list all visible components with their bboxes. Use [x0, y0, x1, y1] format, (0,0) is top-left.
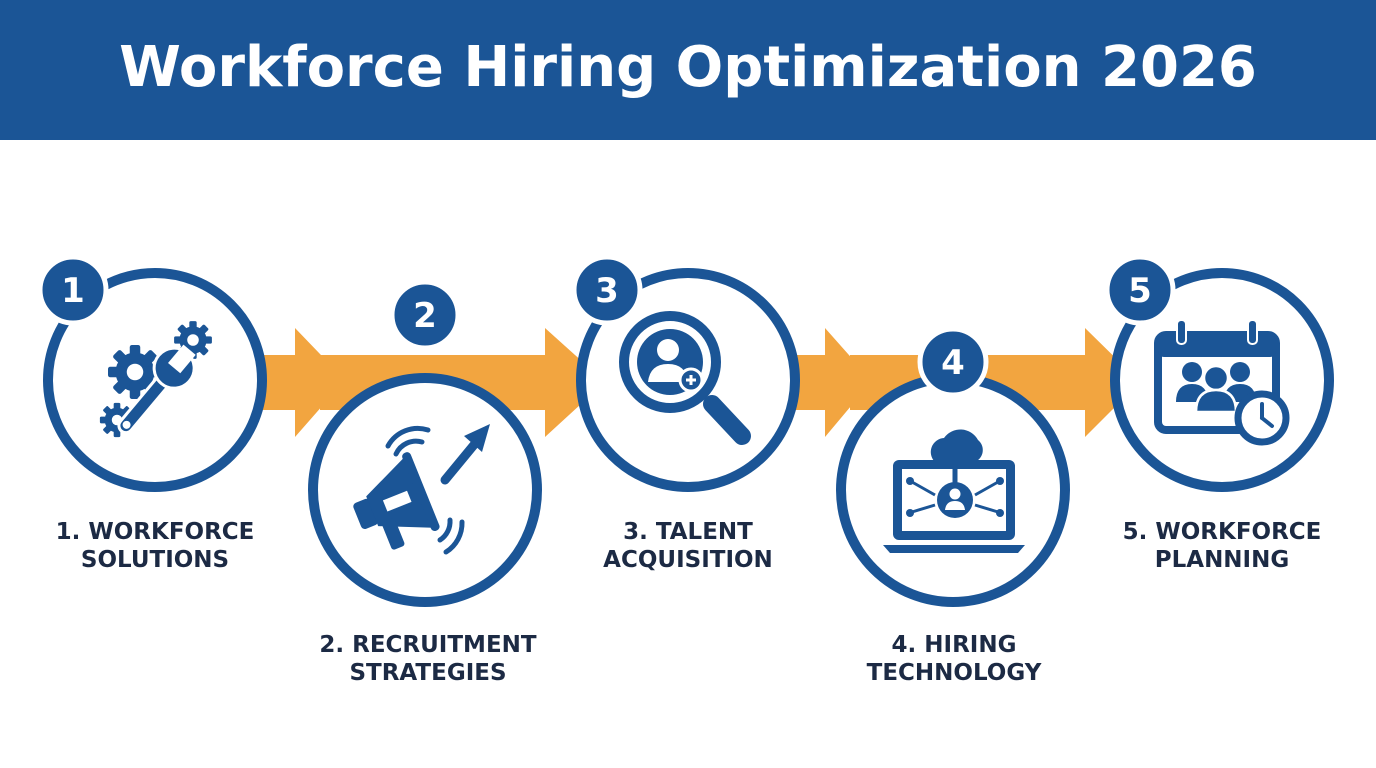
step-1-label-line1: 1. WORKFORCE [55, 519, 255, 545]
step-5-badge: 5 [1104, 254, 1176, 326]
step-5-label-line2: PLANNING [1154, 547, 1290, 573]
step-4-number: 4 [941, 343, 965, 383]
arrow-3-to-4 [790, 328, 872, 437]
step-5-label-line1: 5. WORKFORCE [1122, 519, 1322, 545]
step-2-label-line1: 2. RECRUITMENT [319, 632, 537, 658]
magnifier-person-icon [619, 311, 751, 445]
arrow-1-to-2 [255, 328, 345, 437]
step-2-label: 2. RECRUITMENT STRATEGIES [298, 631, 558, 687]
step-4-label-line1: 4. HIRING [891, 632, 1017, 658]
laptop-cloud-network-icon [883, 429, 1025, 553]
step-3-label: 3. TALENT ACQUISITION [558, 518, 818, 574]
title-banner: Workforce Hiring Optimization 2026 [0, 0, 1376, 140]
gears-wrench-icon [99, 321, 212, 438]
process-diagram: 1 2 3 4 5 [0, 140, 1376, 768]
step-3-label-line2: ACQUISITION [603, 547, 773, 573]
step-1-badge: 1 [37, 254, 109, 326]
step-3-number: 3 [595, 271, 619, 311]
megaphone-arrow-icon [353, 424, 490, 555]
step-2-label-line2: STRATEGIES [349, 660, 507, 686]
page-title: Workforce Hiring Optimization 2026 [119, 34, 1257, 100]
step-4-label: 4. HIRING TECHNOLOGY [824, 631, 1084, 687]
step-3-label-line1: 3. TALENT [623, 519, 753, 545]
step-2-number: 2 [413, 296, 437, 336]
step-3-badge: 3 [571, 254, 643, 326]
step-1-number: 1 [61, 271, 85, 311]
step-4-label-line2: TECHNOLOGY [866, 660, 1042, 686]
step-5-number: 5 [1128, 271, 1152, 311]
step-4-badge: 4 [917, 326, 989, 398]
step-1-label-line2: SOLUTIONS [80, 547, 230, 573]
step-2-badge: 2 [389, 279, 461, 351]
step-1-label: 1. WORKFORCE SOLUTIONS [25, 518, 285, 574]
calendar-team-clock-icon [1154, 319, 1290, 446]
step-5-label: 5. WORKFORCE PLANNING [1092, 518, 1352, 574]
process-graphic: 1 2 3 4 5 [37, 254, 1334, 607]
